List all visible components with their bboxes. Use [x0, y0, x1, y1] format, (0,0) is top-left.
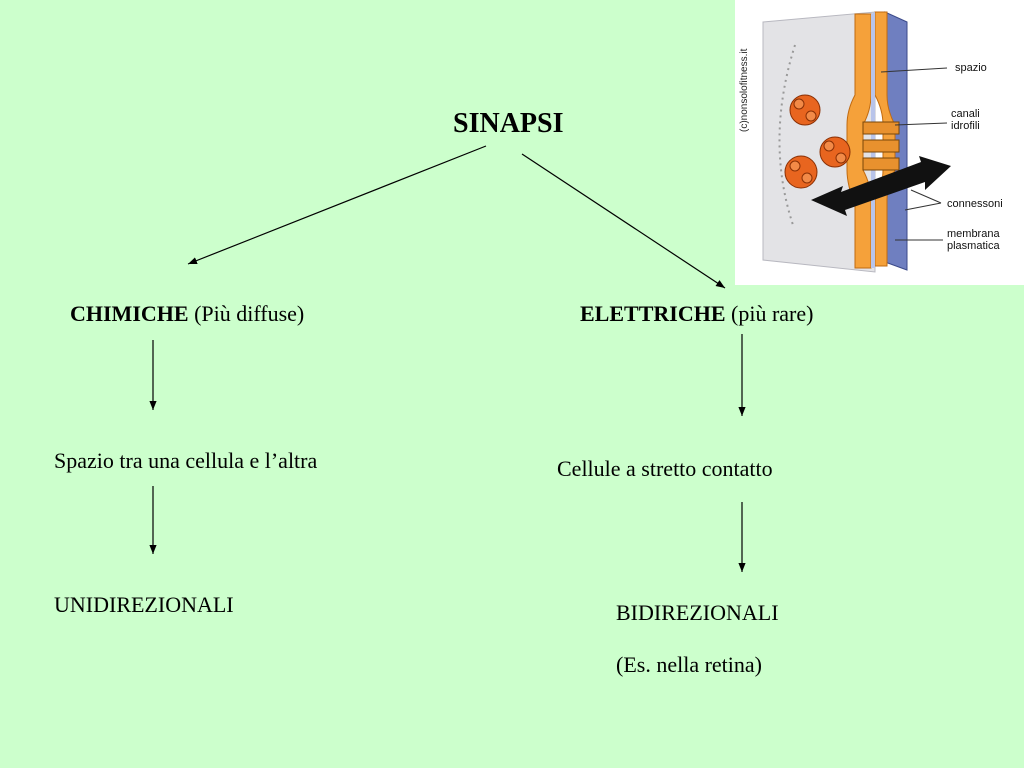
protein-cluster — [819, 136, 851, 168]
label-connexons: connessoni — [947, 198, 1003, 210]
label-leaders — [880, 67, 948, 241]
protein-cluster — [784, 155, 818, 189]
chemical-label: CHIMICHE — [70, 301, 189, 326]
chemical-note: (Più diffuse) — [188, 301, 305, 326]
electrical-step-direction: BIDIREZIONALI — [616, 600, 779, 625]
right-membrane — [874, 11, 896, 267]
label-channels-2: idrofili — [951, 120, 980, 132]
label-space: spazio — [955, 62, 987, 74]
bidirectional-arrow — [811, 156, 951, 216]
label-membrane-1: membrana — [947, 228, 1000, 240]
connexon-channel — [862, 157, 900, 171]
protein-cluster — [789, 94, 821, 126]
electrical-synapse-heading: ELETTRICHE (più rare) — [580, 303, 813, 325]
connexon-channel — [862, 139, 900, 153]
electrical-step-example: (Es. nella retina) — [616, 652, 762, 677]
chemical-synapse-heading: CHIMICHE (Più diffuse) — [70, 303, 304, 325]
label-membrane-2: plasmatica — [947, 240, 1000, 252]
connexon-channel — [862, 121, 900, 135]
gap-junction-drawing — [762, 11, 951, 273]
chemical-step-direction: UNIDIREZIONALI — [54, 592, 234, 617]
electrical-label: ELETTRICHE — [580, 301, 726, 326]
electrical-step-contact: Cellule a stretto contatto — [557, 456, 773, 481]
chemical-step-gap: Spazio tra una cellula e l’altra — [54, 448, 318, 473]
diagram-title: SINAPSI — [453, 108, 564, 139]
arrow-to-electrical — [521, 153, 726, 289]
copyright-text: (c)nonsolofitness.it — [739, 48, 750, 132]
gap-junction-illustration: (c)nonsolofitness.it spazio canali idrof… — [735, 0, 1024, 285]
electrical-note: (più rare) — [725, 301, 814, 326]
label-channels-1: canali — [951, 108, 980, 120]
arrow-to-chemical — [187, 145, 487, 265]
